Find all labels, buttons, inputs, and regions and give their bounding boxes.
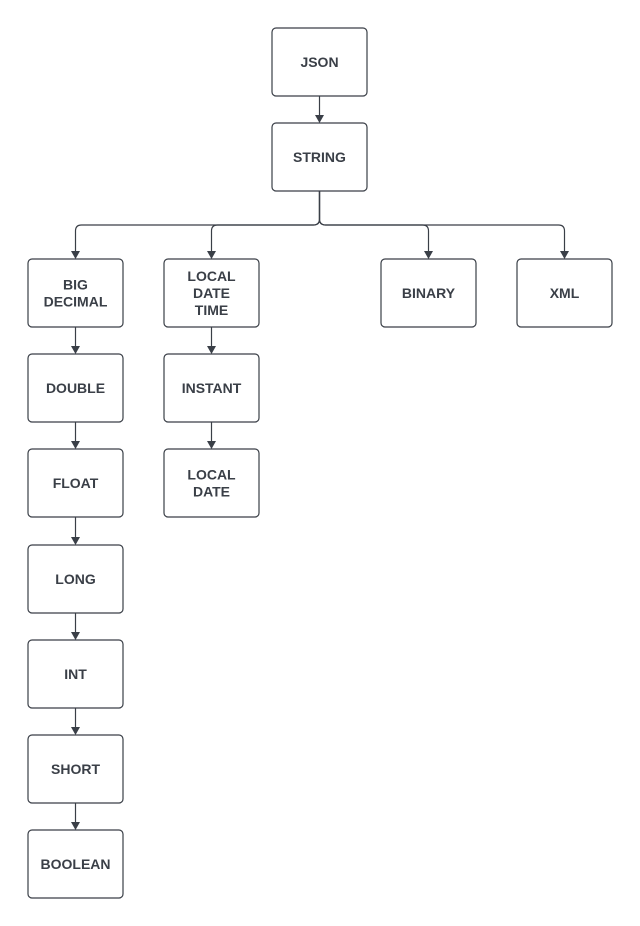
node-int-box (27, 639, 124, 709)
node-binary-label: BINARY (402, 285, 456, 301)
node-localdate-box (163, 448, 260, 518)
node-string-box (271, 122, 368, 192)
edge-string-to-xml-arrowhead (560, 251, 569, 259)
node-long-label: LONG (55, 571, 96, 587)
edge-int-to-short-arrowhead (71, 727, 80, 735)
edge-json-to-string-arrowhead (315, 115, 324, 123)
node-double-box (27, 353, 124, 423)
node-short: SHORT (27, 734, 124, 804)
edge-string-to-bigdecimal-arrowhead (71, 251, 80, 259)
edge-string-to-xml (318, 191, 566, 252)
node-boolean-label: BOOLEAN (41, 856, 111, 872)
node-binary-box (380, 258, 477, 328)
node-xml-label: XML (550, 285, 580, 301)
node-double-label: DOUBLE (46, 380, 105, 396)
node-instant-box (163, 353, 260, 423)
edge-instant-to-localdate-arrowhead (207, 441, 216, 449)
node-double: DOUBLE (27, 353, 124, 423)
edge-string-to-binary-arrowhead (424, 251, 433, 259)
node-string: STRING (271, 122, 368, 192)
node-localdatetime-box (163, 258, 260, 328)
edge-double-to-float-arrowhead (71, 441, 80, 449)
edge-long-to-int-arrowhead (71, 632, 80, 640)
node-int: INT (27, 639, 124, 709)
node-long: LONG (27, 544, 124, 614)
node-string-label: STRING (293, 149, 346, 165)
node-instant: INSTANT (163, 353, 260, 423)
edge-string-to-binary (318, 191, 430, 252)
node-short-label: SHORT (51, 761, 100, 777)
edge-short-to-boolean-arrowhead (71, 822, 80, 830)
node-json: JSON (271, 27, 368, 97)
node-boolean-box (27, 829, 124, 899)
node-xml: XML (516, 258, 613, 328)
node-xml-box (516, 258, 613, 328)
edge-localdatetime-to-instant-arrowhead (207, 346, 216, 354)
edge-string-to-bigdecimal (74, 191, 321, 252)
node-instant-label: INSTANT (182, 380, 242, 396)
node-json-box (271, 27, 368, 97)
edge-bigdecimal-to-double-arrowhead (71, 346, 80, 354)
edge-string-to-localdatetime-arrowhead (207, 251, 216, 259)
edges-layer (71, 96, 569, 830)
node-float-label: FLOAT (53, 475, 99, 491)
node-json-label: JSON (300, 54, 338, 70)
edge-float-to-long-arrowhead (71, 537, 80, 545)
node-short-box (27, 734, 124, 804)
node-boolean: BOOLEAN (27, 829, 124, 899)
node-float: FLOAT (27, 448, 124, 518)
node-bigdecimal-box (27, 258, 124, 328)
node-float-box (27, 448, 124, 518)
edge-string-to-localdatetime (210, 191, 321, 252)
node-binary: BINARY (380, 258, 477, 328)
node-long-box (27, 544, 124, 614)
node-int-label: INT (64, 666, 87, 682)
